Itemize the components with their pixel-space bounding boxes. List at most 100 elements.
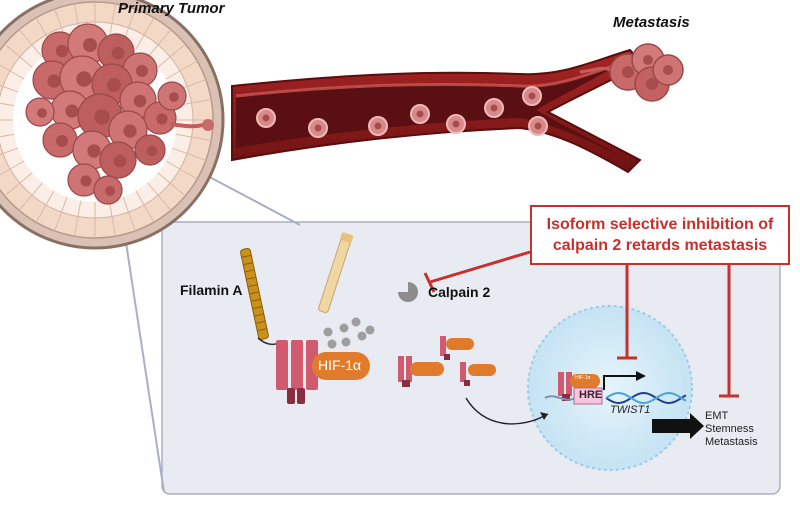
- blood-vessel: [231, 48, 644, 174]
- filamin-a: [240, 232, 354, 346]
- duct-cell-divider: [0, 102, 15, 107]
- ctc-nucleus: [374, 122, 382, 130]
- duct-cell-divider: [0, 84, 19, 93]
- cleavage-fragment: [357, 331, 367, 341]
- ctc-nucleus: [490, 104, 498, 112]
- duct-cell-divider: [175, 133, 212, 141]
- tumor-cell-nucleus: [80, 175, 92, 187]
- filamin-segment: [253, 313, 264, 317]
- duct-cell-divider: [0, 133, 15, 138]
- tumor-cell-nucleus: [133, 94, 147, 108]
- duct-cell-divider: [135, 17, 155, 50]
- tumor-cell-nucleus: [83, 38, 97, 52]
- tumor-cell-nucleus: [146, 145, 158, 157]
- ctc-nucleus: [314, 124, 322, 132]
- cleavage-fragment: [365, 325, 375, 335]
- duct-cell-divider: [18, 29, 43, 58]
- calpain-fragments: [323, 317, 375, 349]
- duct-cell-divider: [108, 200, 116, 237]
- outcome-emt: EMT: [705, 410, 729, 422]
- duct-cell-divider: [171, 147, 207, 161]
- cleavage-fragment: [351, 317, 361, 327]
- tumor-cell-nucleus: [136, 65, 148, 77]
- tumor-cell-nucleus: [37, 108, 47, 118]
- tumor-cell-nucleus: [87, 144, 101, 158]
- duct-cell-divider: [147, 182, 172, 211]
- hre-box: [573, 387, 603, 405]
- outcome-stemness: Stemness: [705, 423, 754, 435]
- callout-line-1: Isoform selective inhibition of: [546, 216, 774, 233]
- invasion-protrusion: [169, 122, 207, 129]
- tumor-cell-nucleus: [169, 92, 179, 102]
- metastasis-cluster: [579, 43, 684, 102]
- inhibition-callout: Isoform selective inhibition of calpain …: [530, 205, 790, 265]
- tumor-cell: [202, 119, 214, 131]
- dna-strand: [605, 391, 687, 405]
- filamin-segment: [257, 328, 268, 332]
- ctc-nucleus: [416, 110, 424, 118]
- primary-tumor-label: Primary Tumor: [118, 0, 225, 17]
- tumor-cell-nucleus: [65, 104, 79, 118]
- nucleus: [527, 305, 693, 471]
- outcome-metastasis: Metastasis: [705, 436, 758, 448]
- duct-cell-divider: [108, 3, 116, 40]
- output-arrow: [652, 413, 704, 439]
- tumor-cell-nucleus: [123, 124, 137, 138]
- cleavage-fragment: [323, 327, 333, 337]
- tumor-cell-nucleus: [55, 44, 69, 58]
- cleavage-fragment: [339, 323, 349, 333]
- twist1-label: TWIST1: [610, 404, 651, 416]
- tumor-cell-nucleus: [111, 46, 125, 60]
- duct-cell-divider: [135, 190, 155, 223]
- tumor-cell-nucleus: [107, 78, 121, 92]
- tumor-cell-nucleus: [156, 113, 168, 125]
- nuclear-complex: [544, 372, 600, 401]
- duct-cell-divider: [157, 43, 186, 68]
- tumor-cell-nucleus: [105, 186, 115, 196]
- translocation-arrowhead: [540, 412, 548, 420]
- tumor-cell-nucleus: [47, 74, 61, 88]
- ctc-nucleus: [528, 92, 536, 100]
- hif1a-large-label: HIF-1α: [318, 357, 362, 373]
- hif1a-small-label: HIF-1α: [575, 375, 591, 381]
- transcription-arrow: [603, 375, 636, 390]
- calpain-2-label: Calpain 2: [428, 284, 491, 300]
- filamin-segment: [241, 254, 252, 258]
- tumor-cluster: [25, 23, 214, 205]
- duct-cell-divider: [122, 196, 136, 232]
- duct-cell-divider: [157, 172, 186, 197]
- ctc-nucleus: [534, 122, 542, 130]
- duct-cell-divider: [165, 60, 198, 80]
- filamin-dimer: [276, 340, 318, 404]
- transcription-arrowhead: [636, 371, 646, 381]
- filamin-segment: [252, 306, 263, 310]
- outcome-list: EMT Stemness Metastasis: [705, 410, 758, 449]
- duct-cell-divider: [165, 160, 198, 180]
- filamin-segment: [255, 320, 266, 324]
- duct-cell-divider: [0, 64, 25, 80]
- duct-cell-divider: [35, 190, 55, 223]
- calpain-2: [398, 282, 418, 302]
- ctc-nucleus: [262, 114, 270, 122]
- cleavage-fragment: [341, 337, 351, 347]
- translocation-arrow: [465, 397, 549, 425]
- duct-cell-divider: [74, 200, 82, 237]
- tumor-cell-nucleus: [76, 71, 92, 87]
- duct-cell-divider: [4, 43, 33, 68]
- filamin-segment: [244, 269, 255, 273]
- callout-line-2: calpain 2 retards metastasis: [552, 237, 768, 254]
- filamin-segment: [243, 262, 254, 266]
- duct-cell-divider: [147, 29, 172, 58]
- dna-strand: [605, 391, 687, 405]
- duct-cell-divider: [0, 160, 25, 176]
- tumor-cell-nucleus: [94, 109, 110, 125]
- hif1a-large: [312, 352, 370, 380]
- filamin-segment: [250, 298, 261, 302]
- inhibition-lines: [423, 250, 739, 398]
- metastasis-label: Metastasis: [613, 14, 690, 31]
- filamin-segment: [249, 291, 260, 295]
- filamin-a-label: Filamin A: [180, 282, 243, 298]
- tumor-cell-nucleus: [56, 135, 68, 147]
